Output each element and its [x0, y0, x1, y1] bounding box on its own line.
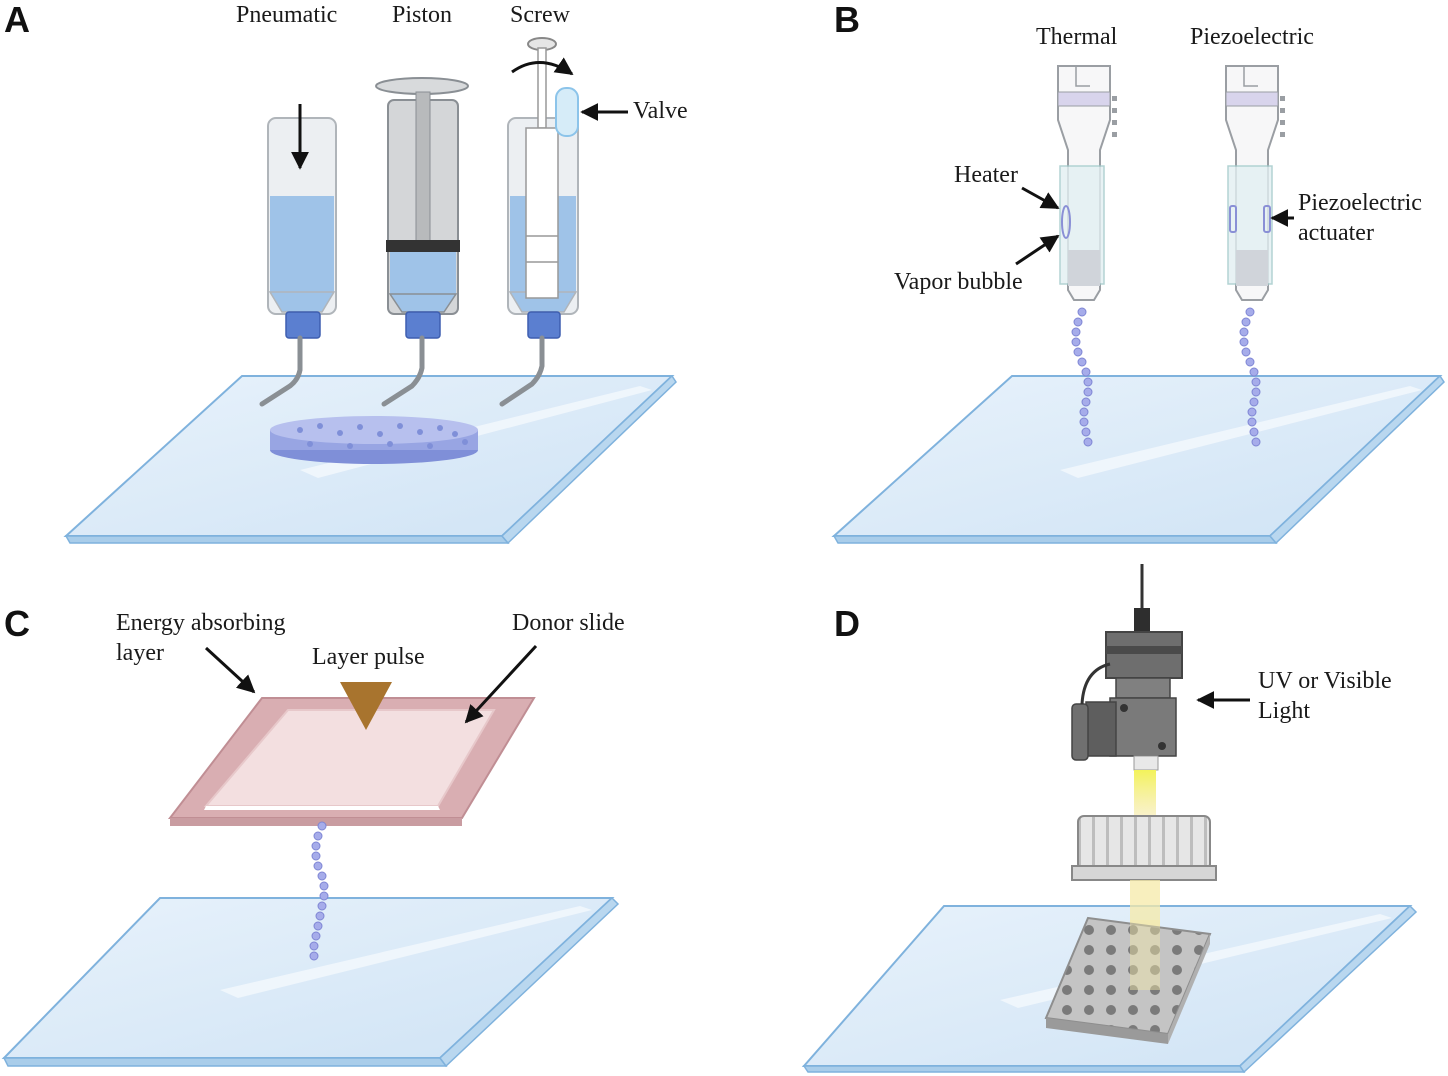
cable-connector — [1134, 608, 1150, 632]
light-source — [1071, 631, 1183, 771]
panel-b: B — [831, 0, 1445, 545]
printed-scaffold — [270, 416, 478, 464]
droplet-stream-laser — [309, 821, 329, 961]
label-energy-absorbing-line2: layer — [116, 640, 164, 666]
glass-slide-c — [1, 896, 620, 1068]
projection-unit — [1071, 815, 1217, 881]
label-light-line2: Light — [1258, 698, 1310, 724]
laser-pulse — [340, 682, 392, 730]
panel-letter-b: B — [834, 0, 860, 40]
piston-syringe — [375, 77, 469, 407]
label-heater: Heater — [954, 162, 1018, 188]
label-piezoelectric: Piezoelectric — [1190, 24, 1314, 50]
piezoelectric-printhead — [1225, 65, 1285, 301]
panel-letter-a: A — [4, 0, 30, 40]
droplet-stream-piezo — [1239, 307, 1261, 447]
label-layer-pulse: Layer pulse — [312, 644, 425, 670]
rotation-arrow — [511, 57, 574, 76]
thermal-printhead — [1057, 65, 1117, 301]
screw-syringe — [499, 37, 579, 407]
label-donor-slide: Donor slide — [512, 610, 625, 636]
valve — [555, 87, 579, 137]
donor-slide — [167, 697, 536, 826]
donor-slide-arrow — [464, 644, 538, 724]
label-light-line1: UV or Visible — [1258, 668, 1392, 694]
label-piezo-actuator-line1: Piezoelectric — [1298, 190, 1422, 216]
label-screw: Screw — [510, 2, 571, 28]
printed-lattice — [1044, 916, 1212, 1044]
label-energy-absorbing-line1: Energy absorbing — [116, 610, 286, 636]
light-beam-upper — [1134, 770, 1156, 816]
label-vapor-bubble: Vapor bubble — [894, 269, 1023, 295]
panel-a: A — [4, 0, 688, 545]
droplet-stream-thermal — [1071, 307, 1093, 447]
panel-c: C Energy absorbing layer Layer pulse Don… — [1, 603, 625, 1068]
panel-letter-d: D — [834, 603, 860, 644]
pneumatic-syringe — [259, 104, 337, 407]
label-valve: Valve — [633, 98, 688, 124]
glass-slide-b — [831, 374, 1445, 545]
vapor-bubble-arrow — [1015, 234, 1060, 266]
label-piezo-actuator-line2: actuater — [1298, 220, 1374, 246]
panel-d: D — [801, 564, 1418, 1074]
label-thermal: Thermal — [1036, 24, 1118, 50]
light-spot — [1130, 920, 1160, 990]
heater-arrow — [1021, 186, 1060, 210]
label-pneumatic: Pneumatic — [236, 2, 337, 28]
panel-letter-c: C — [4, 603, 30, 644]
energy-layer-arrow — [204, 646, 256, 694]
label-piston: Piston — [392, 2, 452, 28]
